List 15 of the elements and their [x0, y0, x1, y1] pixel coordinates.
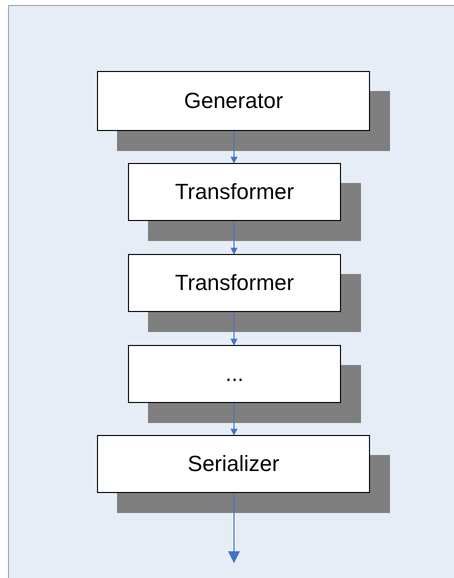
box-label: Serializer [188, 451, 280, 477]
arrow [230, 402, 238, 436]
arrow [230, 312, 238, 346]
process-box [97, 71, 370, 131]
box-label: ... [225, 361, 244, 387]
process-box [128, 254, 341, 312]
arrow [228, 492, 240, 564]
arrow [230, 220, 238, 255]
process-box [128, 345, 341, 403]
box-label: Transformer [175, 270, 294, 296]
box-label: Generator [184, 88, 284, 114]
box-label: Transformer [175, 179, 294, 205]
arrow [230, 130, 238, 164]
process-box [128, 163, 341, 221]
process-box [97, 435, 370, 493]
